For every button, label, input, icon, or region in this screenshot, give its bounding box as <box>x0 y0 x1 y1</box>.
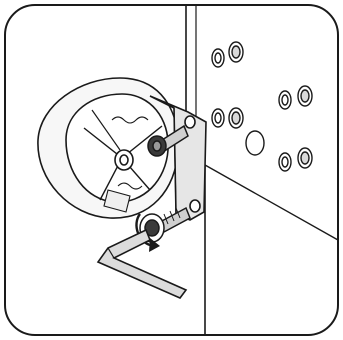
cabinet-panel-icon <box>186 5 338 335</box>
panel-hole-group <box>279 86 312 171</box>
allen-key-icon <box>98 230 186 298</box>
panel-hole-group <box>212 42 264 155</box>
